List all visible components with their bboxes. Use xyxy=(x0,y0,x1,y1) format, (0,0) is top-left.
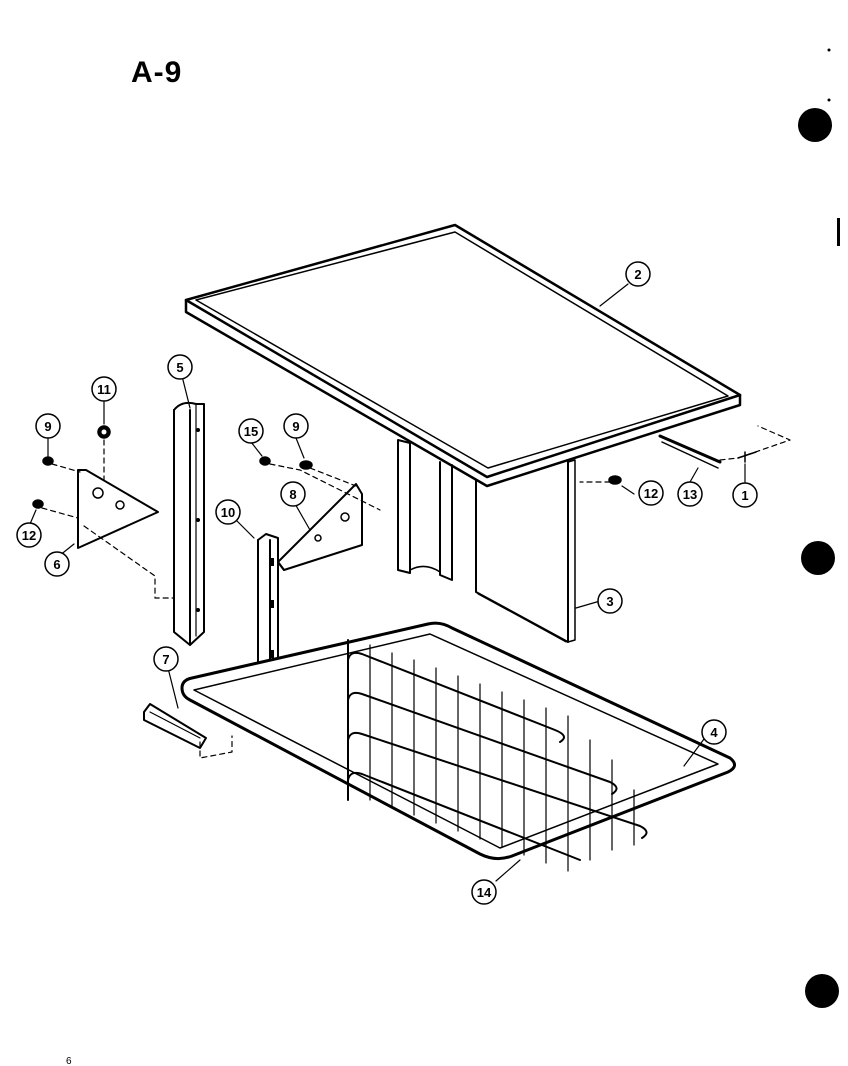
callout-12a: 12 xyxy=(16,522,42,548)
callout-label-1: 1 xyxy=(741,488,748,503)
callout-label-14: 14 xyxy=(477,885,492,900)
callout-label-11: 11 xyxy=(97,382,111,397)
left-bracket-6 xyxy=(77,469,159,549)
rear-panel xyxy=(475,459,576,643)
callout-3: 3 xyxy=(597,588,623,614)
screw-12b xyxy=(608,475,622,485)
screw-15 xyxy=(259,456,271,466)
assembly-lines xyxy=(41,425,791,759)
part-callouts: 2 3 4 5 6 7 8 9 9 10 11 12 12 13 14 15 1 xyxy=(16,261,758,905)
callout-2: 2 xyxy=(625,261,651,287)
callout-label-9b: 9 xyxy=(292,419,299,434)
callout-6: 6 xyxy=(44,551,70,577)
callout-label-9a: 9 xyxy=(44,419,51,434)
callout-10: 10 xyxy=(215,499,241,525)
top-cover xyxy=(184,223,742,488)
callout-label-13: 13 xyxy=(683,487,697,502)
callout-9b: 9 xyxy=(283,413,309,439)
binder-holes xyxy=(798,48,840,1008)
callout-5: 5 xyxy=(167,354,193,380)
callout-label-7: 7 xyxy=(162,652,169,667)
screw-12a xyxy=(32,499,44,509)
screw-9b xyxy=(299,460,313,470)
trim-strip-7 xyxy=(143,703,207,749)
callout-1: 1 xyxy=(732,482,758,508)
callout-label-6: 6 xyxy=(53,557,60,572)
callout-label-8: 8 xyxy=(289,487,296,502)
callout-label-4: 4 xyxy=(710,725,718,740)
slide-rail xyxy=(658,434,722,469)
page-title: A-9 xyxy=(131,56,183,89)
callout-label-3: 3 xyxy=(606,594,613,609)
callout-12b: 12 xyxy=(638,480,664,506)
screw-9a xyxy=(42,456,54,466)
callout-9a: 9 xyxy=(35,413,61,439)
side-post-5 xyxy=(173,401,205,646)
callout-label-15: 15 xyxy=(244,424,258,439)
callout-8: 8 xyxy=(280,481,306,507)
callout-15: 15 xyxy=(238,418,264,444)
coil-grille xyxy=(347,639,648,872)
callout-14: 14 xyxy=(471,879,497,905)
corner-bracket-8 xyxy=(277,483,363,571)
callout-13: 13 xyxy=(677,481,703,507)
callout-7: 7 xyxy=(153,646,179,672)
callout-label-12b: 12 xyxy=(644,486,658,501)
callout-11: 11 xyxy=(91,376,117,402)
corner-mark: 6 xyxy=(66,1056,72,1066)
nut-11 xyxy=(97,425,111,439)
callout-label-10: 10 xyxy=(221,505,235,520)
center-channel xyxy=(397,439,453,581)
callout-label-12a: 12 xyxy=(22,528,36,543)
callout-label-2: 2 xyxy=(634,267,641,282)
callout-label-5: 5 xyxy=(176,360,183,375)
callout-4: 4 xyxy=(701,719,727,745)
